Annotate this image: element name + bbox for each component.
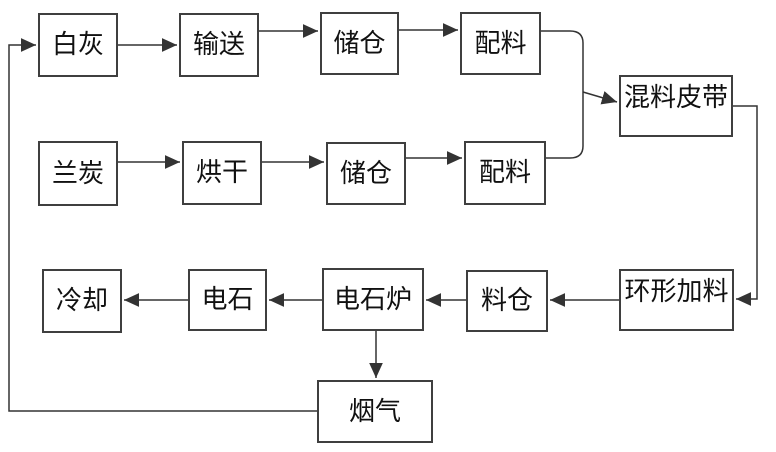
edge-merge-to-mixing-belt (582, 91, 618, 105)
box-storage-bin-1: 储仓 (320, 12, 399, 75)
box-ring-feeder: 环形加料 (619, 269, 734, 331)
box-mixing-belt: 混料皮带 (619, 75, 733, 137)
edge-mixing-belt-to-ring-feeder (733, 105, 758, 306)
box-flue-gas: 烟气 (317, 380, 433, 443)
box-carbide-furnace: 电石炉 (322, 268, 424, 331)
box-batching-1: 配料 (460, 12, 541, 75)
box-conveying: 输送 (179, 13, 259, 77)
box-carbide: 电石 (188, 269, 267, 331)
box-storage-bin-2: 储仓 (326, 142, 406, 205)
box-batching-2: 配料 (464, 141, 546, 205)
box-cooling: 冷却 (42, 269, 122, 333)
box-material-bin: 料仓 (466, 270, 548, 332)
box-semi-coke: 兰炭 (38, 141, 118, 206)
box-drying: 烘干 (182, 141, 262, 205)
edge-flue-gas-to-white-lime (8, 38, 317, 412)
box-white-lime: 白灰 (38, 13, 118, 77)
edge-batching-merge (541, 30, 584, 159)
